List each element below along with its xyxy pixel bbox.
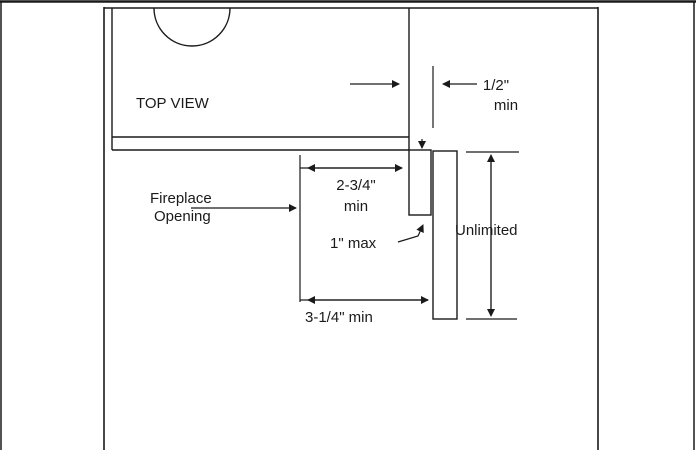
unlimited-label: Unlimited	[455, 222, 518, 239]
two-three-quarter-unit-label: min	[344, 198, 368, 215]
one-inch-max-pointer	[397, 224, 424, 243]
half-inch-unit-label: min	[494, 97, 518, 114]
fireplace-opening-label-line2: Opening	[154, 208, 211, 225]
one-inch-max-label: 1" max	[330, 235, 377, 252]
wall-outline	[103, 7, 599, 450]
fireplace-body	[111, 7, 410, 151]
three-quarter-min-label: 3-1/4" min	[305, 309, 373, 326]
mantel-leg	[432, 150, 458, 320]
trim-piece	[408, 149, 432, 216]
top-view-label: TOP VIEW	[136, 95, 210, 112]
half-inch-value-label: 1/2"	[483, 77, 509, 94]
fireplace-opening-label-line1: Fireplace	[150, 190, 212, 207]
two-three-quarter-value-label: 2-3/4"	[336, 177, 376, 194]
flue-circle	[153, 7, 231, 47]
